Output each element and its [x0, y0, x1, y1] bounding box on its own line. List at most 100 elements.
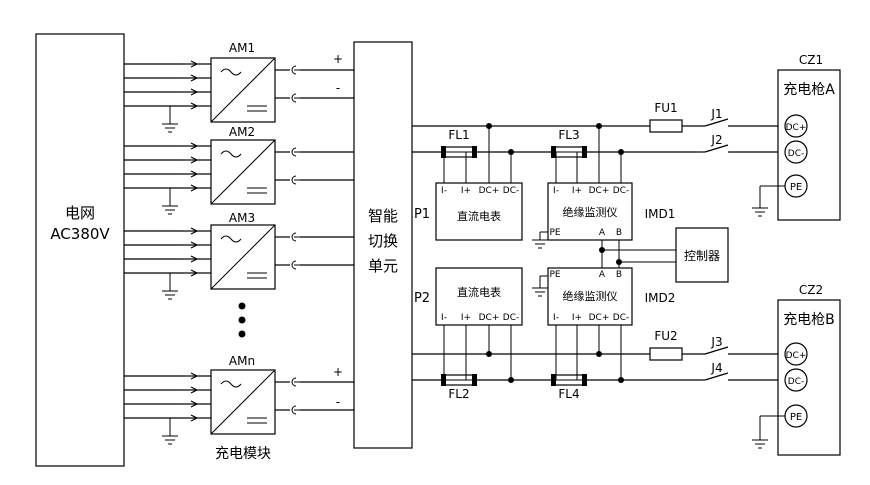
- connector-icon: [291, 147, 297, 157]
- dc-meter-p1: [435, 182, 523, 241]
- meter-p1-terminal: DC-: [503, 186, 519, 196]
- imd2-terminal: DC+: [589, 313, 610, 323]
- gun-a-dc-minus-pin: [784, 140, 808, 164]
- fuse-label-fu2: FU2: [654, 329, 677, 343]
- gun-b-dc-minus-pin: [784, 368, 808, 392]
- ac-wave-icon: [220, 150, 242, 158]
- connector-label-cz1: CZ1: [799, 53, 823, 67]
- imd2-pe-terminal: PE: [549, 270, 560, 280]
- connector-icon: [291, 232, 297, 242]
- filter-end: [582, 374, 587, 386]
- imd1-a-terminal: A: [599, 228, 606, 238]
- charging-modules: [124, 57, 354, 445]
- polarity-minus-bottom: -: [336, 395, 340, 409]
- dc-meter-p2: [435, 267, 523, 326]
- junction-dot: [599, 247, 605, 253]
- imd2-a-terminal: A: [599, 270, 606, 280]
- filter-icon: [551, 146, 587, 158]
- meter-label-p2: P2: [414, 291, 430, 306]
- meter-p2-terminal: DC-: [503, 313, 519, 323]
- filter-end: [582, 146, 587, 158]
- modules-caption: 充电模块: [215, 446, 271, 462]
- gun-b-pe-label: PE: [790, 412, 802, 423]
- filter-icon: [551, 374, 587, 386]
- connector-icon: [291, 260, 297, 270]
- charging-module: [124, 369, 354, 445]
- junction-dot: [618, 377, 624, 383]
- insulation-monitor-imd1: [547, 182, 633, 241]
- module-diagonal: [210, 369, 276, 435]
- ellipsis-dot: [238, 302, 246, 310]
- gun-ground-symbols: [752, 207, 768, 449]
- ac-wave-icon: [220, 380, 242, 388]
- junction-dot: [596, 123, 602, 129]
- connector-icon: [291, 377, 297, 387]
- fuse-label-fu1: FU1: [654, 101, 677, 115]
- contactor-label-j3: J3: [710, 335, 722, 349]
- imd2-terminal: DC-: [613, 313, 629, 323]
- switch-unit-line2: 切换: [368, 232, 398, 250]
- filter-end: [472, 374, 477, 386]
- imd-name-1: 绝缘监测仪: [563, 205, 618, 219]
- module-diagonal: [210, 139, 276, 205]
- filter-end: [551, 374, 556, 386]
- filter-label-fl1: FL1: [448, 128, 469, 142]
- module-label-amn: AMn: [229, 354, 255, 368]
- imd1-terminal: I+: [572, 186, 582, 196]
- gun-a-label: 充电枪A: [783, 81, 835, 98]
- charging-module: [124, 139, 354, 215]
- meter-label-p1: P1: [414, 207, 430, 222]
- meter-name-p2: 直流电表: [457, 285, 501, 299]
- imd-label-imd2: IMD2: [645, 291, 676, 305]
- meter-p2-terminal: DC+: [479, 313, 500, 323]
- gun-b-dc-plus-pin: [784, 342, 808, 366]
- meter-p2-terminal: I+: [461, 313, 471, 323]
- charging-gun-b: [777, 299, 841, 456]
- filter-label-fl4: FL4: [558, 387, 579, 401]
- meter-p1-terminal: I-: [441, 186, 447, 196]
- ac-wave-icon: [220, 235, 242, 243]
- connector-icon: [291, 93, 297, 103]
- filter-end: [551, 146, 556, 158]
- connector-label-cz2: CZ2: [799, 283, 823, 297]
- ellipsis-dot: [238, 316, 246, 324]
- connector-icon: [291, 175, 297, 185]
- grid-label-line2: AC380V: [50, 225, 110, 243]
- filter-label-fl3: FL3: [558, 128, 579, 142]
- module-label-am1: AM1: [229, 41, 255, 55]
- imd1-terminal: DC+: [589, 186, 610, 196]
- imd2-terminal: I-: [553, 313, 559, 323]
- module-diagonal: [210, 57, 276, 123]
- gun-a-pe-label: PE: [790, 182, 802, 193]
- polarity-plus-top: +: [333, 52, 343, 66]
- imd-ground-symbols: [532, 239, 548, 297]
- ellipsis-dot: [238, 330, 246, 338]
- module-label-am2: AM2: [229, 125, 255, 139]
- switch-unit-line3: 单元: [368, 257, 398, 275]
- connector-icon: [291, 65, 297, 75]
- junction-dot: [508, 377, 514, 383]
- filter-end: [472, 146, 477, 158]
- grid-label-line1: 电网: [65, 204, 95, 222]
- filter-icon: [441, 146, 477, 158]
- controller-label: 控制器: [684, 249, 720, 263]
- gun-a-dc-plus-label: DC+: [786, 123, 807, 133]
- filters: [441, 146, 587, 386]
- meter-name-p1: 直流电表: [457, 209, 501, 223]
- junction-dot: [618, 149, 624, 155]
- gun-b-label: 充电枪B: [783, 311, 835, 328]
- meter-p1-terminal: DC+: [479, 186, 500, 196]
- gun-b-dc-minus-label: DC-: [788, 377, 804, 387]
- imd1-pe-terminal: PE: [549, 228, 560, 238]
- gun-pe-wiring: [759, 185, 785, 440]
- contactor-label-j2: J2: [710, 133, 722, 147]
- imd2-terminal: I+: [572, 313, 582, 323]
- meter-p2-terminal: I-: [441, 313, 447, 323]
- ac-wave-icon: [220, 68, 242, 76]
- imd1-b-terminal: B: [616, 228, 622, 238]
- module-label-am3: AM3: [229, 211, 255, 225]
- imd1-terminal: I-: [553, 186, 559, 196]
- filter-icon: [441, 374, 477, 386]
- filter-label-fl2: FL2: [448, 387, 469, 401]
